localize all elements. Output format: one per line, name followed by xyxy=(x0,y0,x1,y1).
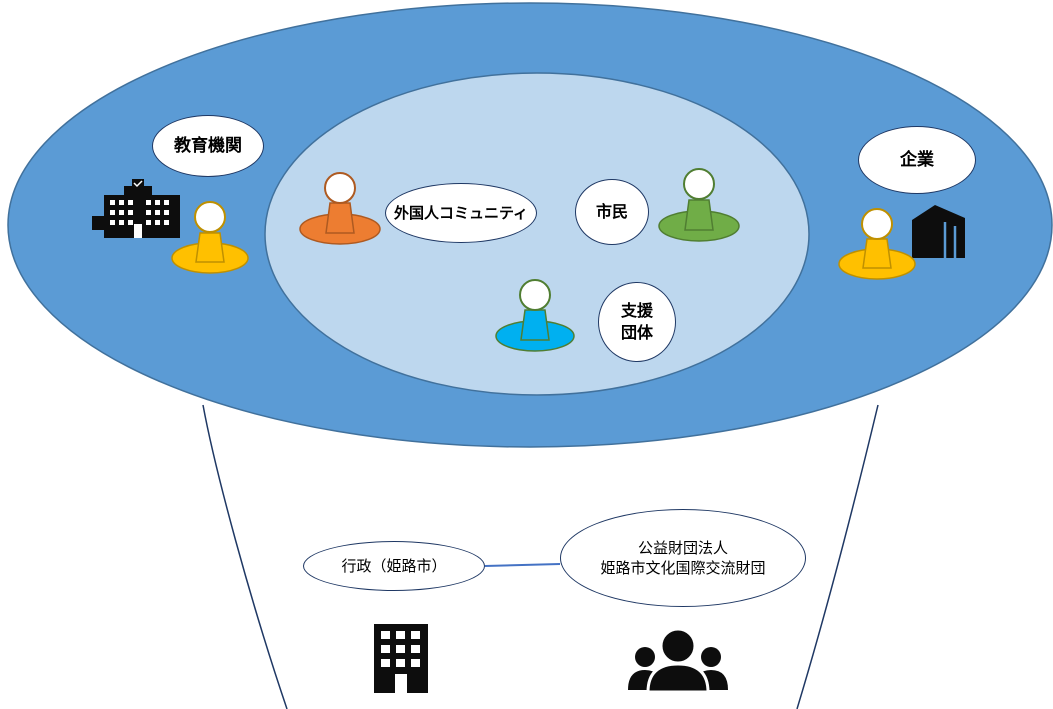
funnel-right-line xyxy=(796,404,879,709)
foundation-label-line2: 姫路市文化国際交流財団 xyxy=(600,559,766,577)
support-pin-icon xyxy=(495,279,575,352)
connector-line xyxy=(484,563,561,567)
citizens-label: 市民 xyxy=(575,179,649,245)
foreign-community-pin-icon xyxy=(299,172,381,245)
education-pin-icon xyxy=(171,201,249,274)
foundation-label-line1: 公益財団法人 xyxy=(637,538,728,557)
corporation-label-text: 企業 xyxy=(900,149,934,170)
foundation-label: 公益財団法人 姫路市文化国際交流財団 xyxy=(560,509,806,607)
school-building-icon xyxy=(92,179,180,238)
education-label-text: 教育機関 xyxy=(174,135,242,156)
government-label: 行政（姫路市） xyxy=(303,541,485,591)
support-organization-label: 支援 団体 xyxy=(598,282,676,362)
corporate-building-icon xyxy=(912,205,965,258)
education-institution-label: 教育機関 xyxy=(152,115,264,177)
support-label-line1: 支援 xyxy=(620,301,653,321)
foreign-community-label-text: 外国人コミュニティ xyxy=(393,203,529,222)
office-building-icon xyxy=(374,624,428,693)
funnel-left-line xyxy=(202,404,288,709)
support-label-line2: 団体 xyxy=(620,323,653,342)
corporation-pin-icon xyxy=(838,208,916,280)
citizens-pin-icon xyxy=(658,168,740,242)
government-label-text: 行政（姫路市） xyxy=(341,556,447,575)
people-group-icon xyxy=(628,627,728,694)
corporation-label: 企業 xyxy=(858,126,976,194)
foreign-community-label: 外国人コミュニティ xyxy=(385,183,537,243)
citizens-label-text: 市民 xyxy=(595,202,628,222)
